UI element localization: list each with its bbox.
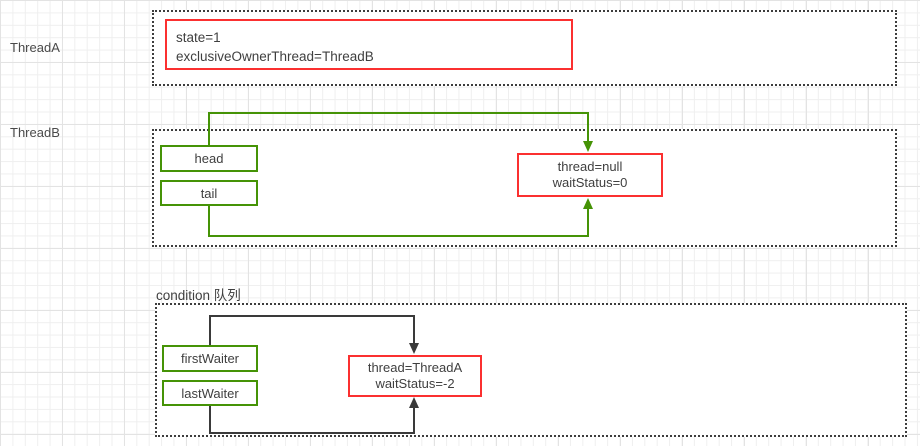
head-pointer-label: head <box>194 151 224 166</box>
exclusive-owner-line: exclusiveOwnerThread=ThreadB <box>176 49 374 64</box>
state-line: state=1 <box>176 30 221 45</box>
lastwaiter-pointer-box: lastWaiter <box>162 380 258 406</box>
firstwaiter-pointer-label: firstWaiter <box>180 351 240 366</box>
tail-pointer-label: tail <box>200 185 218 201</box>
head-pointer-box: head <box>160 145 258 172</box>
thread-a-label: ThreadA <box>10 40 60 55</box>
firstwaiter-pointer-box: firstWaiter <box>162 345 258 372</box>
sync-node-box: thread=null waitStatus=0 <box>517 153 663 197</box>
state-box: state=1 exclusiveOwnerThread=ThreadB <box>165 19 573 70</box>
tail-pointer-box: tail <box>160 180 258 206</box>
condition-node-box: thread=ThreadA waitStatus=-2 <box>348 355 482 397</box>
sync-node-thread-line: thread=null <box>557 159 623 174</box>
condition-queue-container <box>155 303 907 437</box>
thread-b-label: ThreadB <box>10 125 60 140</box>
sync-node-waitstatus-line: waitStatus=0 <box>552 175 628 190</box>
condition-queue-label: condition 队列 <box>156 288 241 303</box>
condition-node-waitstatus-line: waitStatus=-2 <box>375 376 455 391</box>
condition-node-thread-line: thread=ThreadA <box>367 360 463 375</box>
lastwaiter-pointer-label: lastWaiter <box>181 385 239 401</box>
